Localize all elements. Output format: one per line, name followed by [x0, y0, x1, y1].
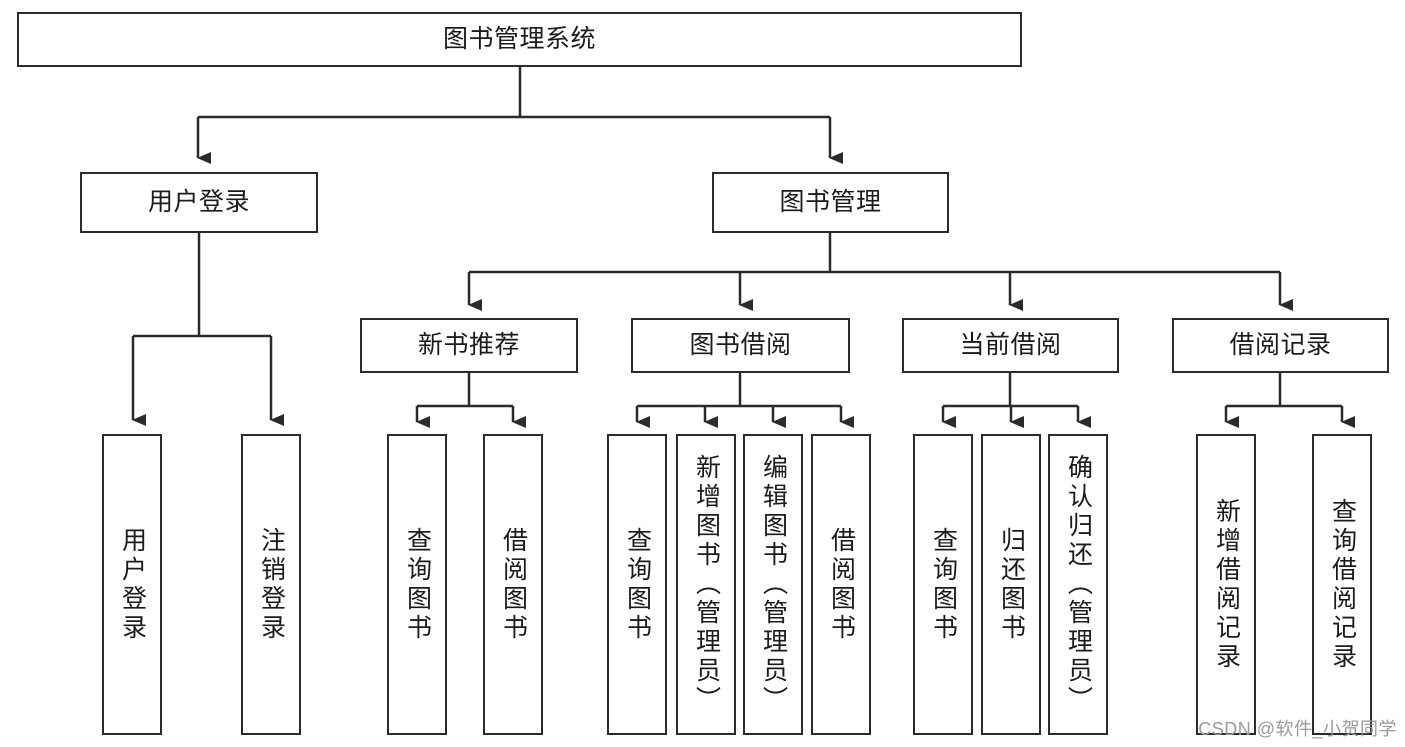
node-label: 查询图书 — [623, 526, 652, 643]
node-leaf-query-borrow-record[interactable]: 查询借阅记录 — [1312, 434, 1372, 735]
node-label: 新增借阅记录 — [1212, 497, 1241, 672]
node-leaf-confirm-return-admin[interactable]: 确认归还（管理员） — [1048, 434, 1108, 735]
node-label: 新书推荐 — [417, 330, 520, 359]
node-label: 注销登录 — [257, 526, 286, 643]
node-leaf-edit-book-admin[interactable]: 编辑图书（管理员） — [743, 434, 803, 735]
node-book-borrowing[interactable]: 图书借阅 — [631, 318, 850, 373]
node-leaf-logout[interactable]: 注销登录 — [241, 434, 301, 735]
node-label: 归还图书 — [997, 526, 1026, 643]
node-current-borrowing[interactable]: 当前借阅 — [902, 318, 1119, 373]
node-leaf-add-borrow-record[interactable]: 新增借阅记录 — [1196, 434, 1256, 735]
node-user-login[interactable]: 用户登录 — [80, 172, 318, 233]
node-leaf-borrow-books-1[interactable]: 借阅图书 — [483, 434, 543, 735]
node-label: 确认归还（管理员） — [1064, 454, 1093, 715]
node-label: 借阅图书 — [499, 526, 528, 643]
node-label: 用户登录 — [147, 187, 250, 216]
node-label: 借阅图书 — [827, 526, 856, 643]
node-label: 用户登录 — [118, 526, 147, 643]
node-book-management[interactable]: 图书管理 — [712, 172, 949, 233]
node-label: 借阅记录 — [1229, 330, 1332, 359]
node-new-book-recommendation[interactable]: 新书推荐 — [360, 318, 578, 373]
node-leaf-return-books[interactable]: 归还图书 — [981, 434, 1041, 735]
node-leaf-borrow-books-2[interactable]: 借阅图书 — [811, 434, 871, 735]
node-leaf-query-books-1[interactable]: 查询图书 — [387, 434, 447, 735]
node-leaf-user-login[interactable]: 用户登录 — [102, 434, 162, 735]
node-label: 查询图书 — [929, 526, 958, 643]
node-leaf-add-book-admin[interactable]: 新增图书（管理员） — [676, 434, 736, 735]
node-leaf-query-books-3[interactable]: 查询图书 — [913, 434, 973, 735]
node-label: 查询借阅记录 — [1328, 497, 1357, 672]
node-book-management-system[interactable]: 图书管理系统 — [17, 12, 1022, 67]
watermark-text: CSDN @软件_小贺同学 — [1198, 719, 1397, 739]
node-label: 新增图书（管理员） — [692, 454, 721, 715]
node-borrowing-record[interactable]: 借阅记录 — [1172, 318, 1389, 373]
node-label: 图书借阅 — [689, 330, 792, 359]
node-leaf-query-books-2[interactable]: 查询图书 — [607, 434, 667, 735]
node-label: 查询图书 — [403, 526, 432, 643]
node-label: 图书管理系统 — [442, 24, 596, 53]
node-label: 当前借阅 — [959, 330, 1062, 359]
node-label: 编辑图书（管理员） — [759, 454, 788, 715]
node-label: 图书管理 — [779, 187, 882, 216]
